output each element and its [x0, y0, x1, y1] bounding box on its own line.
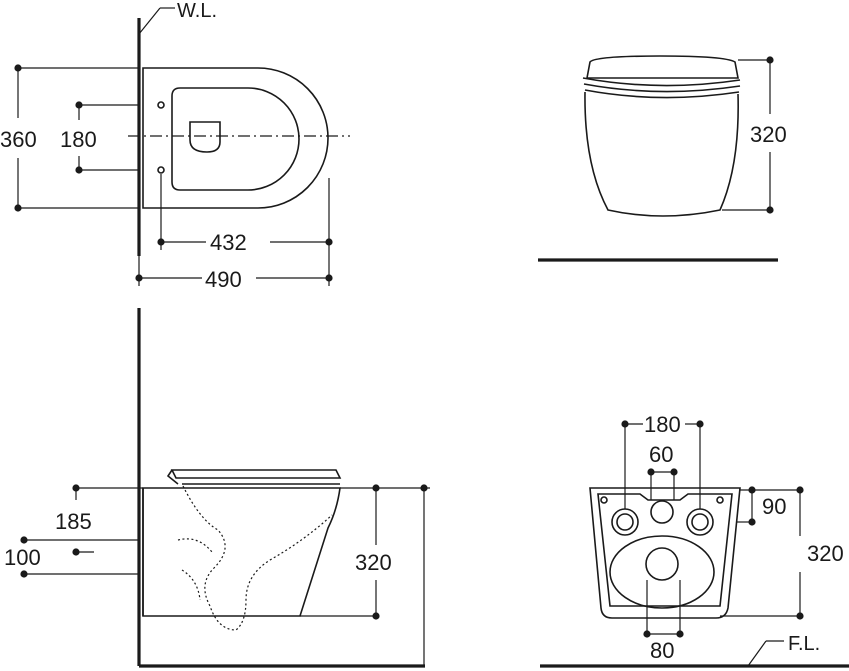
- dim-320-front: 320: [750, 122, 787, 147]
- dim-360: 360: [0, 127, 37, 152]
- dim-180-back: 180: [644, 412, 681, 437]
- bowl-body-side: [142, 487, 341, 617]
- dim-320-side: 320: [355, 550, 392, 575]
- seat-lid-side: [170, 469, 342, 479]
- trap-outline: [182, 485, 333, 631]
- fixing-ring-right: [686, 508, 714, 536]
- dim-490: 490: [205, 267, 242, 292]
- dim-60: 60: [649, 442, 673, 467]
- floor-line-label: F.L.: [788, 633, 820, 655]
- outlet-ring: [609, 535, 715, 609]
- bowl-outlet-top: [189, 121, 221, 153]
- wall-line-label: W.L.: [177, 0, 217, 22]
- floor-line-leader: [747, 640, 767, 667]
- bowl-body-front: [584, 91, 739, 217]
- fixing-hole-bottom: [157, 166, 165, 174]
- side-view: 185 100 320: [4, 308, 430, 668]
- seat-lid-front: [586, 55, 739, 79]
- dim-80: 80: [650, 638, 674, 663]
- dim-90: 90: [762, 494, 786, 519]
- fixing-ring-left: [611, 508, 639, 536]
- fixing-hole-top: [157, 101, 165, 109]
- dim-320-back: 320: [807, 541, 844, 566]
- bowl-inner-top: [171, 87, 300, 191]
- dim-432: 432: [210, 230, 247, 255]
- back-body-outline: [589, 487, 741, 619]
- water-inlet: [650, 500, 674, 524]
- bowl-outline-top: [142, 67, 329, 209]
- dim-100: 100: [4, 545, 41, 570]
- back-view: 180 60 90 320 80 F.L.: [540, 412, 849, 668]
- outlet-pipe: [645, 547, 679, 581]
- front-view: 320: [538, 55, 787, 262]
- wall-line-leader: [138, 7, 161, 35]
- top-view: W.L. 360 180 432: [0, 0, 350, 292]
- dim-180-top: 180: [60, 127, 97, 152]
- dim-185: 185: [55, 509, 92, 534]
